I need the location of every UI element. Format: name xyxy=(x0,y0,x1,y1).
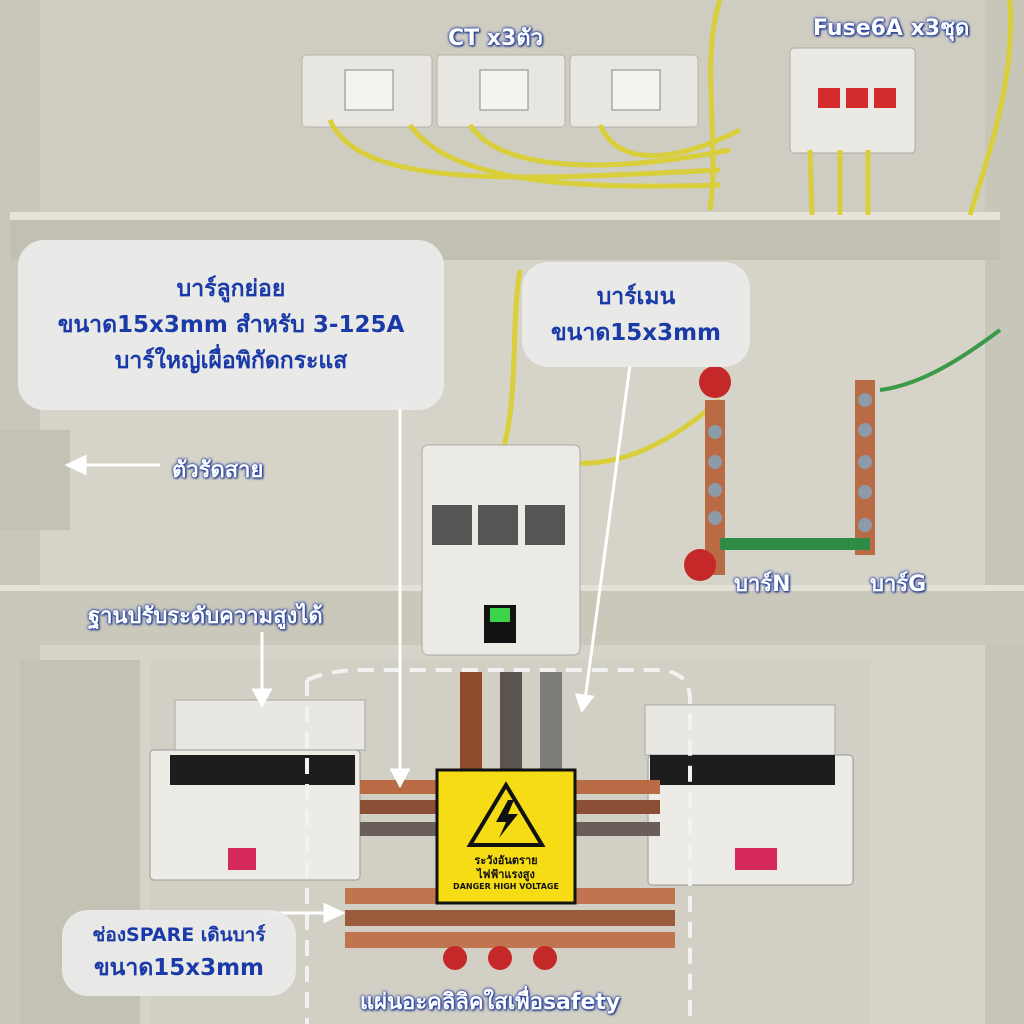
spare-title: ช่องSPARE เดินบาร์ xyxy=(92,924,266,946)
acrylic-sheet-outline xyxy=(305,668,692,1024)
spare-callout: ช่องSPARE เดินบาร์ ขนาด15x3mm xyxy=(62,910,296,996)
neutral-ground-bars xyxy=(684,366,875,581)
bar-n-label: บาร์N xyxy=(734,572,791,597)
wires xyxy=(327,0,1014,466)
fuse-holders xyxy=(789,47,916,154)
main-bar-title: บาร์เมน xyxy=(596,283,676,310)
branch-breakers xyxy=(149,699,854,886)
warning-sign-line2: ไฟฟ้าแรงสูง xyxy=(477,868,535,881)
cable-tie-label: ตัวรัดสาย xyxy=(172,458,264,483)
sub-bar-callout: บาร์ลูกย่อย ขนาด15x3mm สำหรับ 3-125A บาร… xyxy=(18,240,444,410)
main-bar-size: ขนาด15x3mm xyxy=(550,319,722,346)
sub-bar-size: ขนาด15x3mm สำหรับ 3-125A xyxy=(57,312,405,338)
ct-label: CT x3ตัว xyxy=(448,26,543,51)
warning-sign-line1: ระวังอันตราย xyxy=(474,854,538,867)
spare-size: ขนาด15x3mm xyxy=(93,955,265,981)
acrylic-label: แผ่นอะคลิลิคใสเพื่อsafety xyxy=(360,990,621,1015)
sub-bar-note: บาร์ใหญ่เผื่อพิกัดกระแส xyxy=(114,348,348,374)
sub-bar-title: บาร์ลูกย่อย xyxy=(176,276,286,302)
main-bar-callout: บาร์เมน ขนาด15x3mm xyxy=(522,262,750,367)
fuse-label: Fuse6A x3ชุด xyxy=(813,16,970,41)
height-base-label: ฐานปรับระดับความสูงได้ xyxy=(88,604,323,629)
warning-sign xyxy=(435,768,577,905)
bar-g-label: บาร์G xyxy=(870,572,927,597)
warning-sign-line3: DANGER HIGH VOLTAGE xyxy=(453,882,559,891)
annotation-arrows xyxy=(64,364,632,924)
main-breaker xyxy=(421,444,581,656)
ct-units xyxy=(301,54,699,128)
